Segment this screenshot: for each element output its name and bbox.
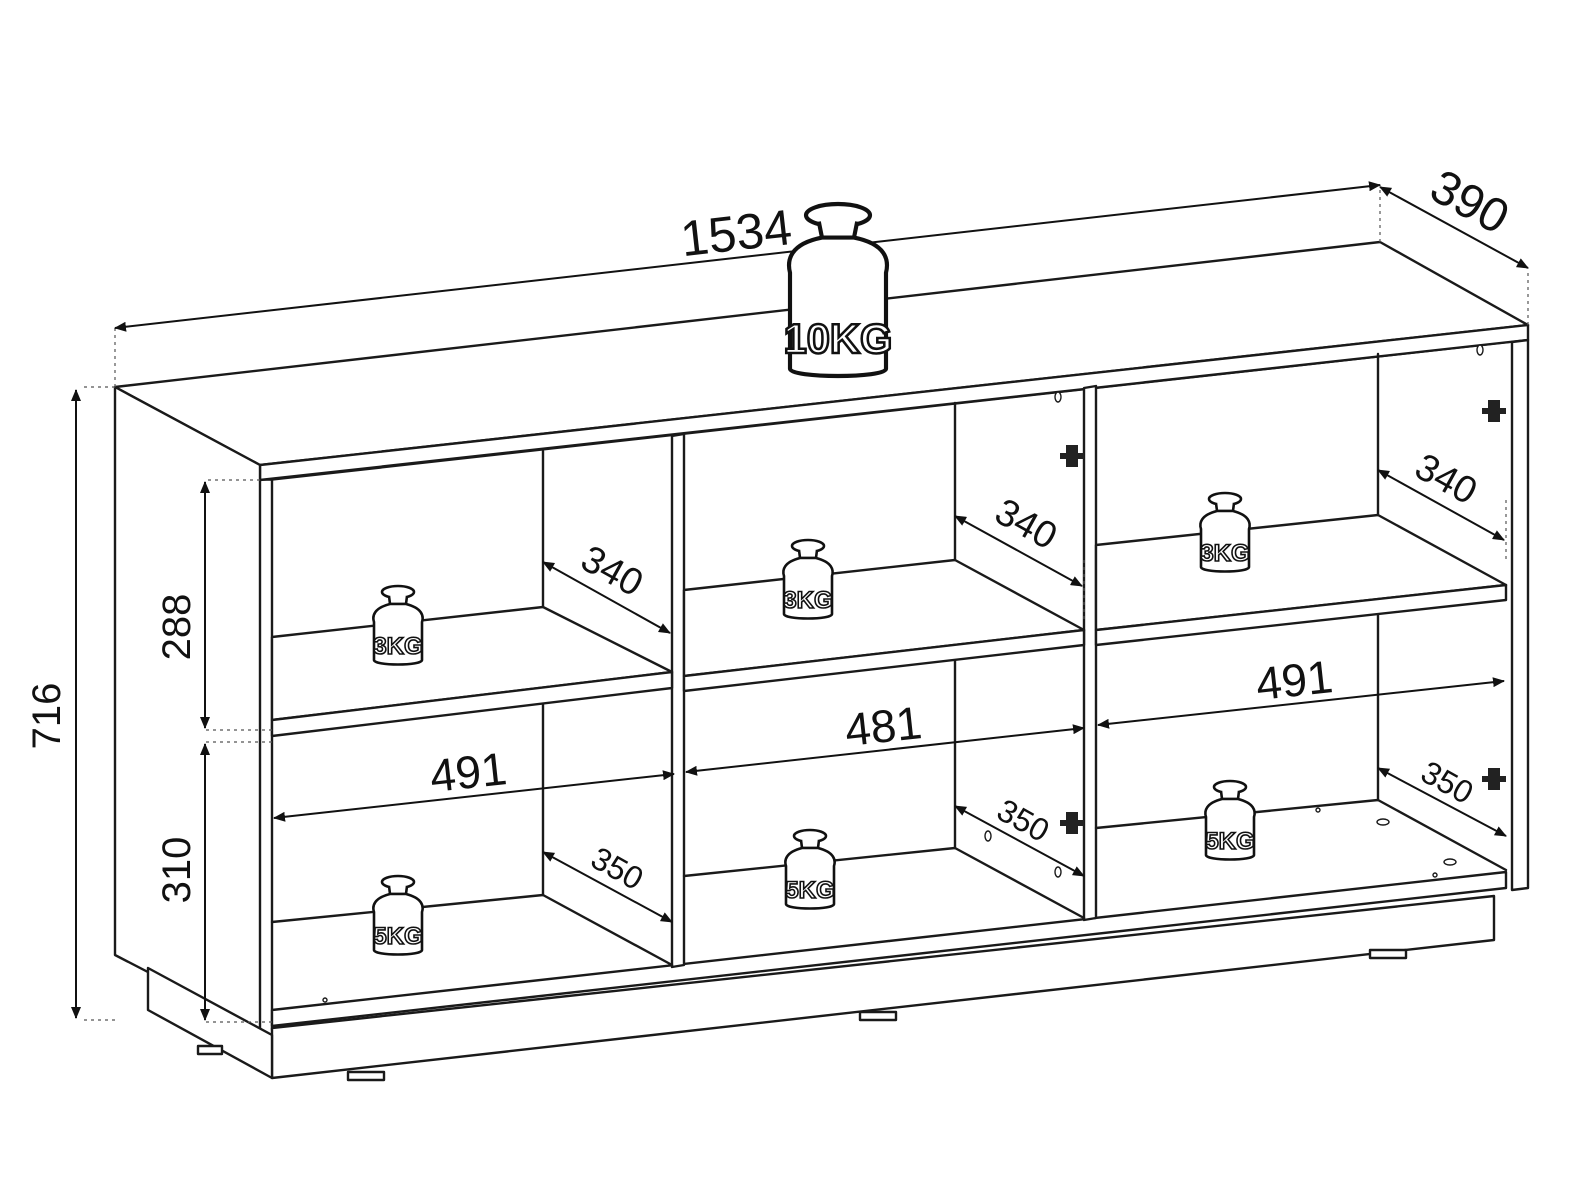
middle-width-dimension-line [685, 724, 1085, 776]
weight-3kg-icon: 3KG [1199, 491, 1251, 573]
middle-width-label: 481 [842, 696, 924, 756]
weight-5kg-icon: 5KG [784, 828, 836, 910]
middle-lower-depth-dimension-line [954, 805, 1085, 877]
hole [1376, 818, 1390, 826]
hinge [1482, 768, 1506, 790]
left-width-dimension-line [273, 770, 675, 822]
hole [1054, 866, 1062, 878]
depth-dimension-line [1379, 186, 1529, 269]
weight-3kg-label: 3KG [373, 633, 422, 660]
upper-height-label: 288 [155, 594, 199, 661]
lower-height-label: 310 [155, 837, 199, 904]
hole [322, 997, 328, 1003]
weight-10kg-icon: 10KG [782, 201, 894, 379]
width-dimension-line [114, 181, 1381, 332]
hole [984, 830, 992, 842]
left-width-label: 491 [427, 742, 509, 802]
weight-5kg-label: 5KG [1205, 828, 1254, 855]
hinge [1482, 400, 1506, 422]
hole [1054, 391, 1062, 403]
weight-10kg-label: 10KG [784, 315, 893, 362]
weight-5kg-icon: 5KG [372, 874, 424, 956]
hole [1443, 858, 1457, 866]
right-side-panel [1510, 338, 1530, 892]
middle-bottom [682, 846, 1086, 920]
right-width-label: 491 [1253, 650, 1335, 710]
back-edge [271, 341, 1513, 481]
left-bottom [270, 893, 674, 967]
right-bottom [1094, 798, 1508, 872]
foot [346, 1070, 386, 1082]
hole [1432, 872, 1438, 878]
weight-icons: 10KG 3KG 3KG 3KG 5KG [372, 201, 1256, 956]
plinth-side [146, 966, 274, 1080]
weight-5kg-label: 5KG [785, 877, 834, 904]
left-upper-shelf-edge [270, 670, 674, 738]
foot [1368, 948, 1408, 960]
right-upper-shelf-edge [1094, 583, 1508, 647]
right-divider [1082, 384, 1098, 922]
foot [858, 1010, 898, 1022]
weight-5kg-label: 5KG [373, 923, 422, 950]
weight-3kg-icon: 3KG [372, 584, 424, 666]
cabinet [113, 240, 1530, 1082]
middle-upper-depth-label: 340 [988, 491, 1064, 558]
hole [1315, 807, 1321, 813]
weight-3kg-label: 3KG [783, 587, 832, 614]
hinge [1060, 445, 1084, 467]
right-lower-depth-dimension-line [1377, 767, 1507, 837]
weight-3kg-icon: 3KG [782, 538, 834, 620]
right-upper-depth-label: 340 [1408, 446, 1484, 513]
right-lower-depth-label: 350 [1415, 754, 1479, 811]
middle-upper-shelf-edge [682, 628, 1086, 693]
left-lower-depth-label: 350 [585, 840, 649, 897]
left-upper-depth-dimension-line [542, 561, 671, 634]
hole [1476, 344, 1484, 356]
dimension-lines [71, 181, 1529, 1023]
right-upper-depth-dimension-line [1377, 469, 1505, 541]
depth-label: 390 [1422, 160, 1518, 245]
weight-5kg-icon: 5KG [1204, 779, 1256, 861]
right-width-dimension-line [1097, 677, 1505, 729]
middle-lower-depth-label: 350 [991, 792, 1055, 849]
foot [196, 1044, 224, 1056]
width-label: 1534 [678, 199, 795, 267]
height-label: 716 [25, 683, 69, 750]
weight-3kg-label: 3KG [1200, 540, 1249, 567]
hinge [1060, 812, 1084, 834]
left-divider [670, 432, 686, 969]
left-upper-depth-label: 340 [574, 538, 650, 605]
left-side-panel [113, 385, 262, 1032]
left-lower-depth-dimension-line [542, 851, 673, 923]
plinth-front [270, 894, 1496, 1080]
middle-upper-depth-dimension-line [954, 515, 1083, 587]
